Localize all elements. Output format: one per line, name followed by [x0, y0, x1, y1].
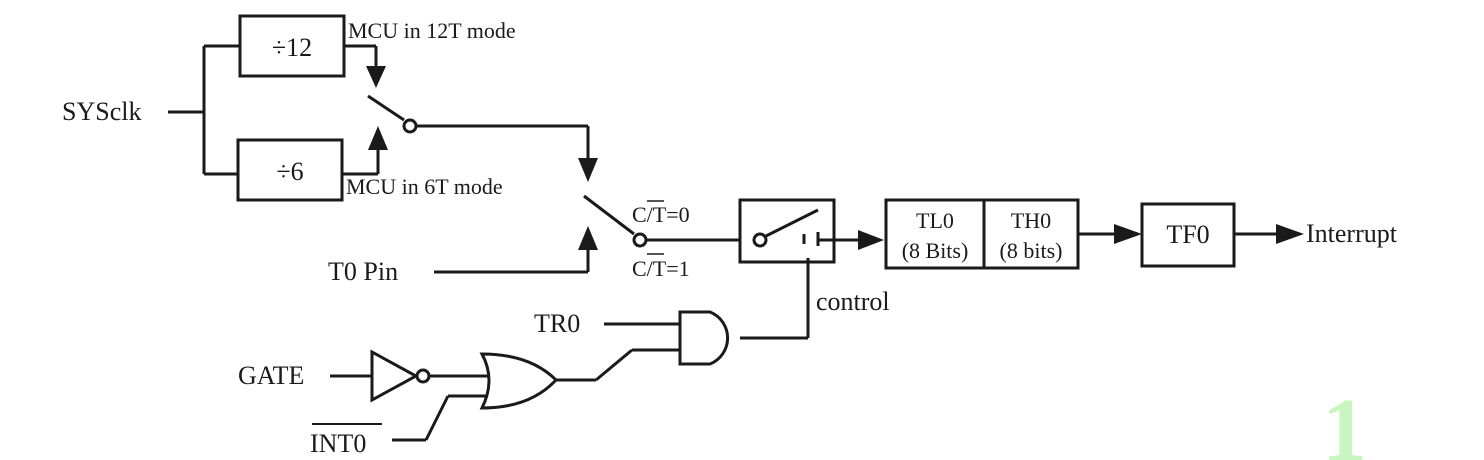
tl0-bits-label: (8 Bits) — [902, 238, 969, 263]
tl0-label: TL0 — [916, 208, 954, 233]
ct-switch — [583, 194, 740, 248]
tf0-to-interrupt — [1234, 224, 1304, 244]
t0pin-label: T0 Pin — [328, 257, 398, 286]
div6-label: ÷6 — [276, 157, 303, 186]
control-to-tl0 — [834, 230, 884, 250]
mode12-wire — [344, 44, 386, 88]
sysclk-wires — [168, 44, 240, 176]
tf0-label: TF0 — [1166, 220, 1209, 249]
control-switch — [752, 208, 834, 248]
mode12-label: MCU in 12T mode — [348, 18, 516, 43]
tr0-label: TR0 — [534, 309, 580, 338]
gate-label: GATE — [238, 361, 304, 390]
div12-box — [238, 14, 346, 78]
th0-box — [982, 198, 1080, 270]
th0-label: TH0 — [1011, 208, 1051, 233]
th0-bits-label: (8 bits) — [1000, 238, 1063, 263]
control-switch-box — [738, 198, 836, 264]
div12-label: ÷12 — [272, 33, 312, 62]
tf0-box — [1140, 202, 1236, 268]
inverter — [370, 349, 420, 403]
mode-switch — [367, 94, 598, 182]
or-gate — [479, 352, 559, 410]
t0pin-wire — [434, 226, 598, 274]
int0-wire — [392, 394, 488, 442]
interrupt-label: Interrupt — [1306, 219, 1398, 248]
watermark: 1 — [1322, 381, 1367, 460]
or-to-and-wire — [556, 348, 680, 382]
tl0-box — [884, 198, 986, 270]
sysclk-label: SYSclk — [62, 97, 141, 126]
th0-to-tf0 — [1078, 224, 1142, 244]
ct0-label: C/T=0 — [632, 202, 690, 227]
control-wire — [740, 258, 810, 340]
inverter-bubble — [415, 368, 431, 384]
mode6-label: MCU in 6T mode — [346, 174, 503, 199]
control-label: control — [816, 287, 890, 316]
int0-label: INT0 — [310, 429, 366, 458]
div6-box — [236, 138, 344, 202]
and-gate — [678, 310, 730, 366]
ct1-label: C/T=1 — [632, 256, 690, 281]
mode6-wire — [342, 126, 388, 176]
